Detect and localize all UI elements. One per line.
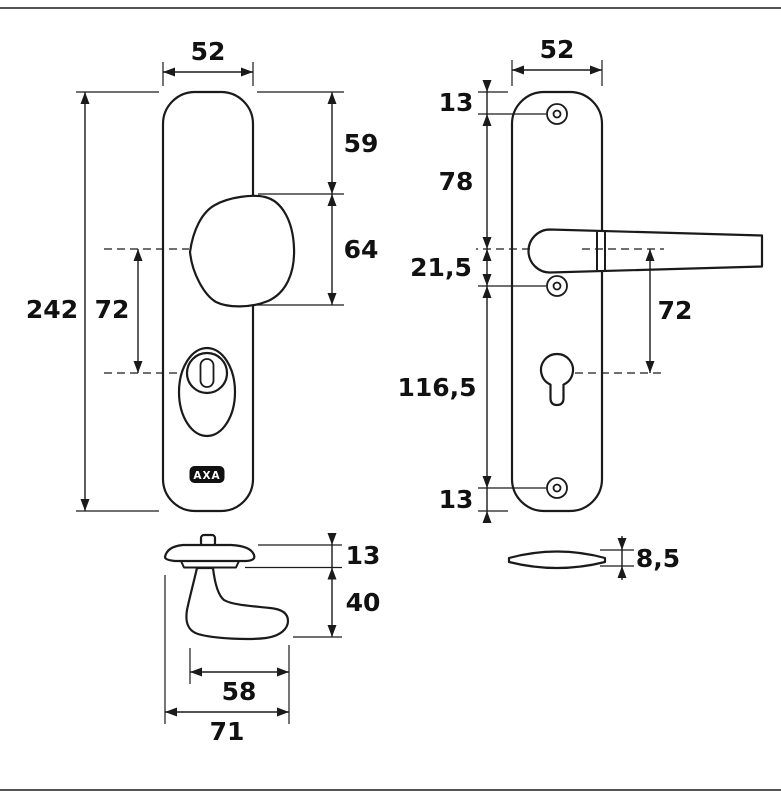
keyway-slot bbox=[199, 358, 215, 388]
arrowhead bbox=[327, 625, 337, 637]
arrowhead bbox=[645, 249, 655, 261]
dim-label-knob-projection: 40 bbox=[346, 588, 381, 617]
rosette-dome-profile bbox=[163, 543, 256, 563]
dim-label-top-to-knob: 59 bbox=[344, 129, 379, 158]
dim-label-handle-to-screw: 21,5 bbox=[410, 253, 472, 282]
screw-hole-inner bbox=[552, 483, 562, 493]
arrowhead bbox=[617, 566, 627, 578]
euro-cylinder-hole bbox=[539, 352, 575, 407]
arrowhead bbox=[241, 67, 253, 77]
arrowhead bbox=[482, 249, 492, 261]
dim-label-plate-width: 52 bbox=[540, 35, 575, 64]
brand-logo-text: AXA bbox=[193, 470, 220, 482]
arrowhead bbox=[645, 361, 655, 373]
lever-front-view bbox=[510, 90, 764, 513]
screw-hole-top bbox=[546, 103, 568, 125]
arrowhead bbox=[80, 499, 90, 511]
arrowhead bbox=[133, 361, 143, 373]
curve-knob bbox=[188, 194, 296, 308]
dim-label-screw-spacing: 116,5 bbox=[397, 373, 476, 402]
arrowhead bbox=[482, 80, 492, 92]
screw-hole-inner bbox=[552, 109, 562, 119]
dim-label-plate-height: 242 bbox=[26, 295, 78, 324]
dim-label-centre-distance: 72 bbox=[658, 296, 693, 325]
dim-label-screw-to-bottom-edge: 13 bbox=[439, 485, 474, 514]
dim-label-rosette-thickness: 13 bbox=[346, 541, 381, 570]
lever-handle bbox=[527, 228, 764, 274]
backplate-lever-side bbox=[510, 90, 604, 513]
dim-label-top-edge-to-screw: 13 bbox=[439, 88, 474, 117]
knob-side-view: 13 40 58 71 bbox=[163, 533, 381, 746]
arrowhead bbox=[133, 249, 143, 261]
arrowhead bbox=[482, 286, 492, 298]
knob-profile bbox=[185, 566, 290, 641]
arrowhead bbox=[277, 707, 289, 717]
cap-side-view: 8,5 bbox=[507, 536, 680, 580]
arrowhead bbox=[327, 182, 337, 194]
arrowhead bbox=[277, 667, 289, 677]
arrowhead bbox=[327, 567, 337, 580]
arrowhead bbox=[327, 533, 337, 545]
arrowhead bbox=[190, 667, 202, 677]
dim-label-total-depth: 71 bbox=[210, 717, 245, 746]
arrowhead bbox=[327, 194, 337, 206]
dim-label-knob-height: 64 bbox=[344, 235, 379, 264]
arrowhead bbox=[80, 92, 90, 104]
lever-view-dimensions: 52 13 78 21,5 116,5 13 72 bbox=[397, 35, 692, 523]
arrowhead bbox=[327, 293, 337, 305]
screw-hole-middle bbox=[546, 275, 568, 297]
dim-label-screw-to-handle: 78 bbox=[439, 167, 474, 196]
knob-front-view: AXA bbox=[161, 90, 296, 513]
arrowhead bbox=[512, 65, 524, 75]
arrowhead bbox=[482, 274, 492, 286]
dim-label-cap-thickness: 8,5 bbox=[636, 544, 680, 573]
dim-label-knob-width: 58 bbox=[222, 677, 257, 706]
arrowhead bbox=[617, 538, 627, 550]
screw-hole-bottom bbox=[546, 477, 568, 499]
arrowhead bbox=[482, 237, 492, 249]
arrowhead bbox=[327, 92, 337, 104]
dim-label-plate-width: 52 bbox=[191, 37, 226, 66]
arrowhead bbox=[163, 67, 175, 77]
cover-cap-profile bbox=[507, 550, 607, 570]
knob-view-dimensions: 52 242 72 59 64 bbox=[26, 37, 379, 512]
arrowhead bbox=[482, 476, 492, 488]
arrowhead bbox=[482, 114, 492, 126]
arrowhead bbox=[482, 511, 492, 523]
dim-label-centre-distance: 72 bbox=[95, 295, 130, 324]
arrowhead bbox=[165, 707, 177, 717]
arrowhead bbox=[590, 65, 602, 75]
screw-hole-inner bbox=[552, 281, 562, 291]
brand-logo-plate bbox=[189, 466, 225, 483]
